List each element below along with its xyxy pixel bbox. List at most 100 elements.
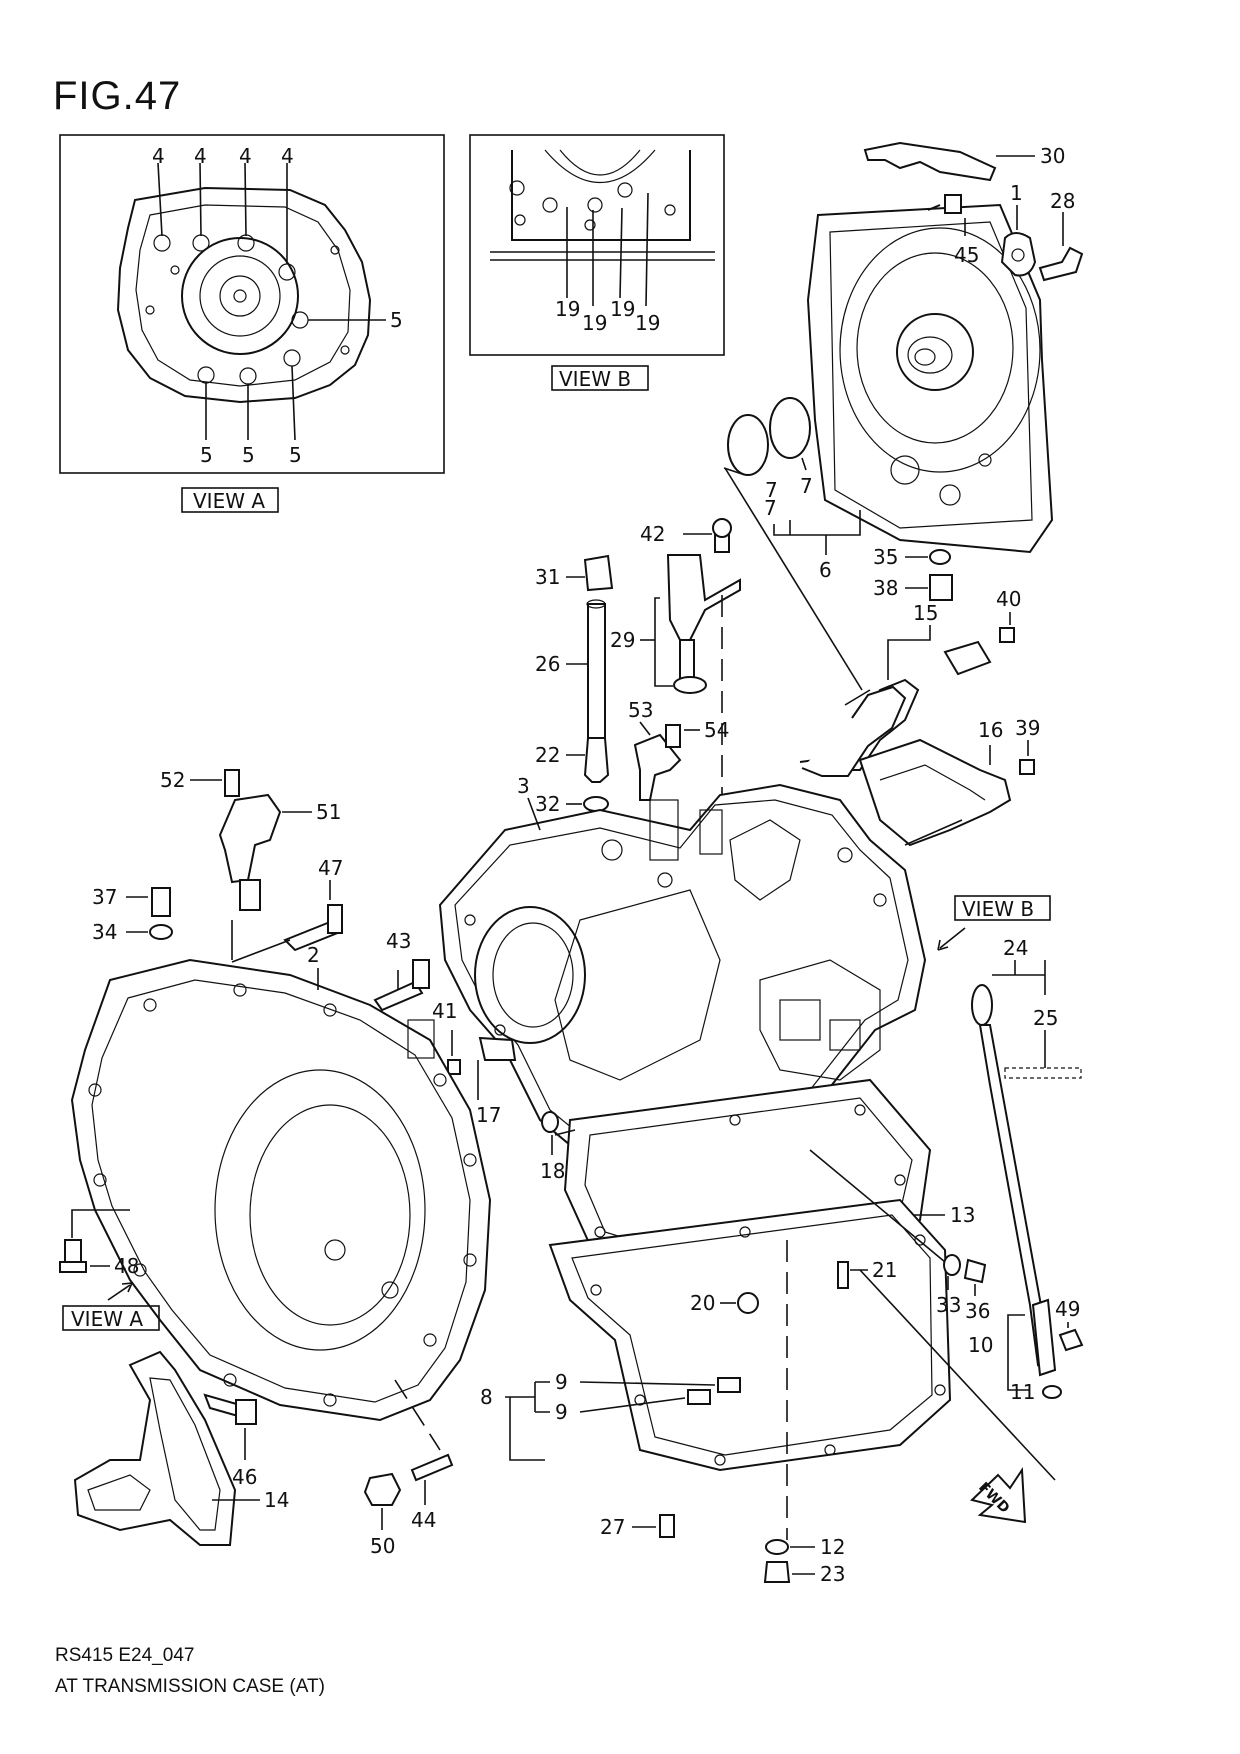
- callout-48: 48: [114, 1254, 139, 1278]
- bolt-part-41: [447, 1059, 461, 1075]
- o-ring-part-7: [769, 397, 811, 459]
- o-ring-part-7: [727, 414, 769, 476]
- callout-29: 29: [610, 628, 635, 652]
- callout-5: 5: [242, 443, 255, 467]
- plate-part-17: [478, 1036, 517, 1061]
- washer-part-35: [929, 549, 951, 565]
- callout-13: 13: [950, 1203, 975, 1227]
- callout-44: 44: [411, 1508, 436, 1532]
- callout-15: 15: [913, 601, 938, 625]
- callout-12: 12: [820, 1535, 845, 1559]
- callout-14: 14: [264, 1488, 289, 1512]
- bolt-part-45: [944, 194, 962, 214]
- bolt-part-37: [151, 887, 171, 917]
- callout-9: 9: [555, 1400, 568, 1424]
- bolt-part-39: [1019, 759, 1035, 775]
- view-b-label: VIEW B: [559, 367, 631, 391]
- callout-18: 18: [540, 1159, 565, 1183]
- bolt-part-40: [999, 627, 1015, 643]
- pan-gasket-part-8: [548, 1198, 952, 1472]
- callout-20: 20: [690, 1291, 715, 1315]
- callout-1: 1: [1010, 181, 1023, 205]
- callout-24: 24: [1003, 936, 1028, 960]
- callout-5: 5: [390, 308, 403, 332]
- callout-5: 5: [289, 443, 302, 467]
- callout-26: 26: [535, 652, 560, 676]
- fitting-part-22: [583, 737, 610, 783]
- callout-9: 9: [555, 1370, 568, 1394]
- view-a-inset: 4 4 4 4 5 5 5 5 VIEW A: [59, 134, 445, 513]
- washer-part-32: [583, 796, 609, 812]
- callout-43: 43: [386, 929, 411, 953]
- seal-part-18: [541, 1111, 559, 1133]
- callout-32: 32: [535, 792, 560, 816]
- speed-sensor-part-51: [218, 793, 282, 884]
- plug-part-38: [929, 574, 953, 601]
- callout-8: 8: [480, 1385, 493, 1409]
- bolt-part-49: [1058, 1328, 1084, 1352]
- callout-54: 54: [704, 718, 729, 742]
- speed-sensor-part-29: [666, 554, 741, 641]
- callout-53: 53: [628, 698, 653, 722]
- callout-36: 36: [965, 1299, 990, 1323]
- callout-31: 31: [535, 565, 560, 589]
- callout-7: 7: [765, 478, 778, 502]
- callout-19: 19: [582, 311, 607, 335]
- transmission-case-part-3: [438, 783, 927, 1182]
- converter-housing-cover: [806, 203, 1054, 554]
- figure-title: FIG.47: [53, 74, 182, 118]
- callout-23: 23: [820, 1562, 845, 1586]
- label-part-25: [1004, 1067, 1082, 1079]
- plug-part-20: [737, 1292, 759, 1314]
- callout-7: 7: [764, 496, 777, 520]
- callout-19: 19: [610, 297, 635, 321]
- view-a-pointer-label: VIEW A: [71, 1307, 143, 1331]
- converter-housing-part-2: [70, 958, 492, 1422]
- drain-plug-part-36: [963, 1258, 987, 1284]
- nut-part-50: [363, 1472, 402, 1506]
- view-b-inset: 19 19 19 19 VIEW B: [469, 134, 725, 391]
- clip-part-15: [943, 640, 992, 676]
- bolt-part-54: [665, 724, 681, 748]
- drain-plug-part-23: [763, 1561, 791, 1583]
- o-ring-part-11: [1042, 1385, 1062, 1399]
- callout-42: 42: [640, 522, 665, 546]
- bolt-part-43: [373, 980, 424, 1012]
- callout-17: 17: [476, 1103, 501, 1127]
- callout-11: 11: [1010, 1380, 1035, 1404]
- callout-51: 51: [316, 800, 341, 824]
- callout-10: 10: [968, 1333, 993, 1357]
- bracket-part-30: [863, 141, 997, 182]
- callout-37: 37: [92, 885, 117, 909]
- shaft-part-26: [587, 603, 606, 751]
- callout-41: 41: [432, 999, 457, 1023]
- washer-part-34: [149, 924, 173, 940]
- callout-4: 4: [281, 144, 294, 168]
- callout-35: 35: [873, 545, 898, 569]
- callout-46: 46: [232, 1465, 257, 1489]
- tube-part-10: [1031, 1298, 1057, 1377]
- callout-19: 19: [555, 297, 580, 321]
- callout-5: 5: [200, 443, 213, 467]
- callout-6: 6: [819, 558, 832, 582]
- callout-49: 49: [1055, 1297, 1080, 1321]
- callout-40: 40: [996, 587, 1021, 611]
- bolt-part-28: [1038, 246, 1084, 282]
- callout-2: 2: [307, 943, 320, 967]
- callout-38: 38: [873, 576, 898, 600]
- magnet-part-9: [717, 1377, 741, 1393]
- callout-21: 21: [872, 1258, 897, 1282]
- callout-45: 45: [954, 243, 979, 267]
- stud-part-44: [410, 1453, 454, 1482]
- bolt-part-27: [659, 1514, 675, 1538]
- callout-33: 33: [936, 1293, 961, 1317]
- gasket-part-1: [1000, 232, 1037, 277]
- view-b-pointer-label: VIEW B: [962, 897, 1034, 921]
- callout-27: 27: [600, 1515, 625, 1539]
- magnet-part-9: [687, 1389, 711, 1405]
- callout-39: 39: [1015, 716, 1040, 740]
- forward-direction-arrow: FWD: [970, 1466, 1027, 1524]
- callout-4: 4: [194, 144, 207, 168]
